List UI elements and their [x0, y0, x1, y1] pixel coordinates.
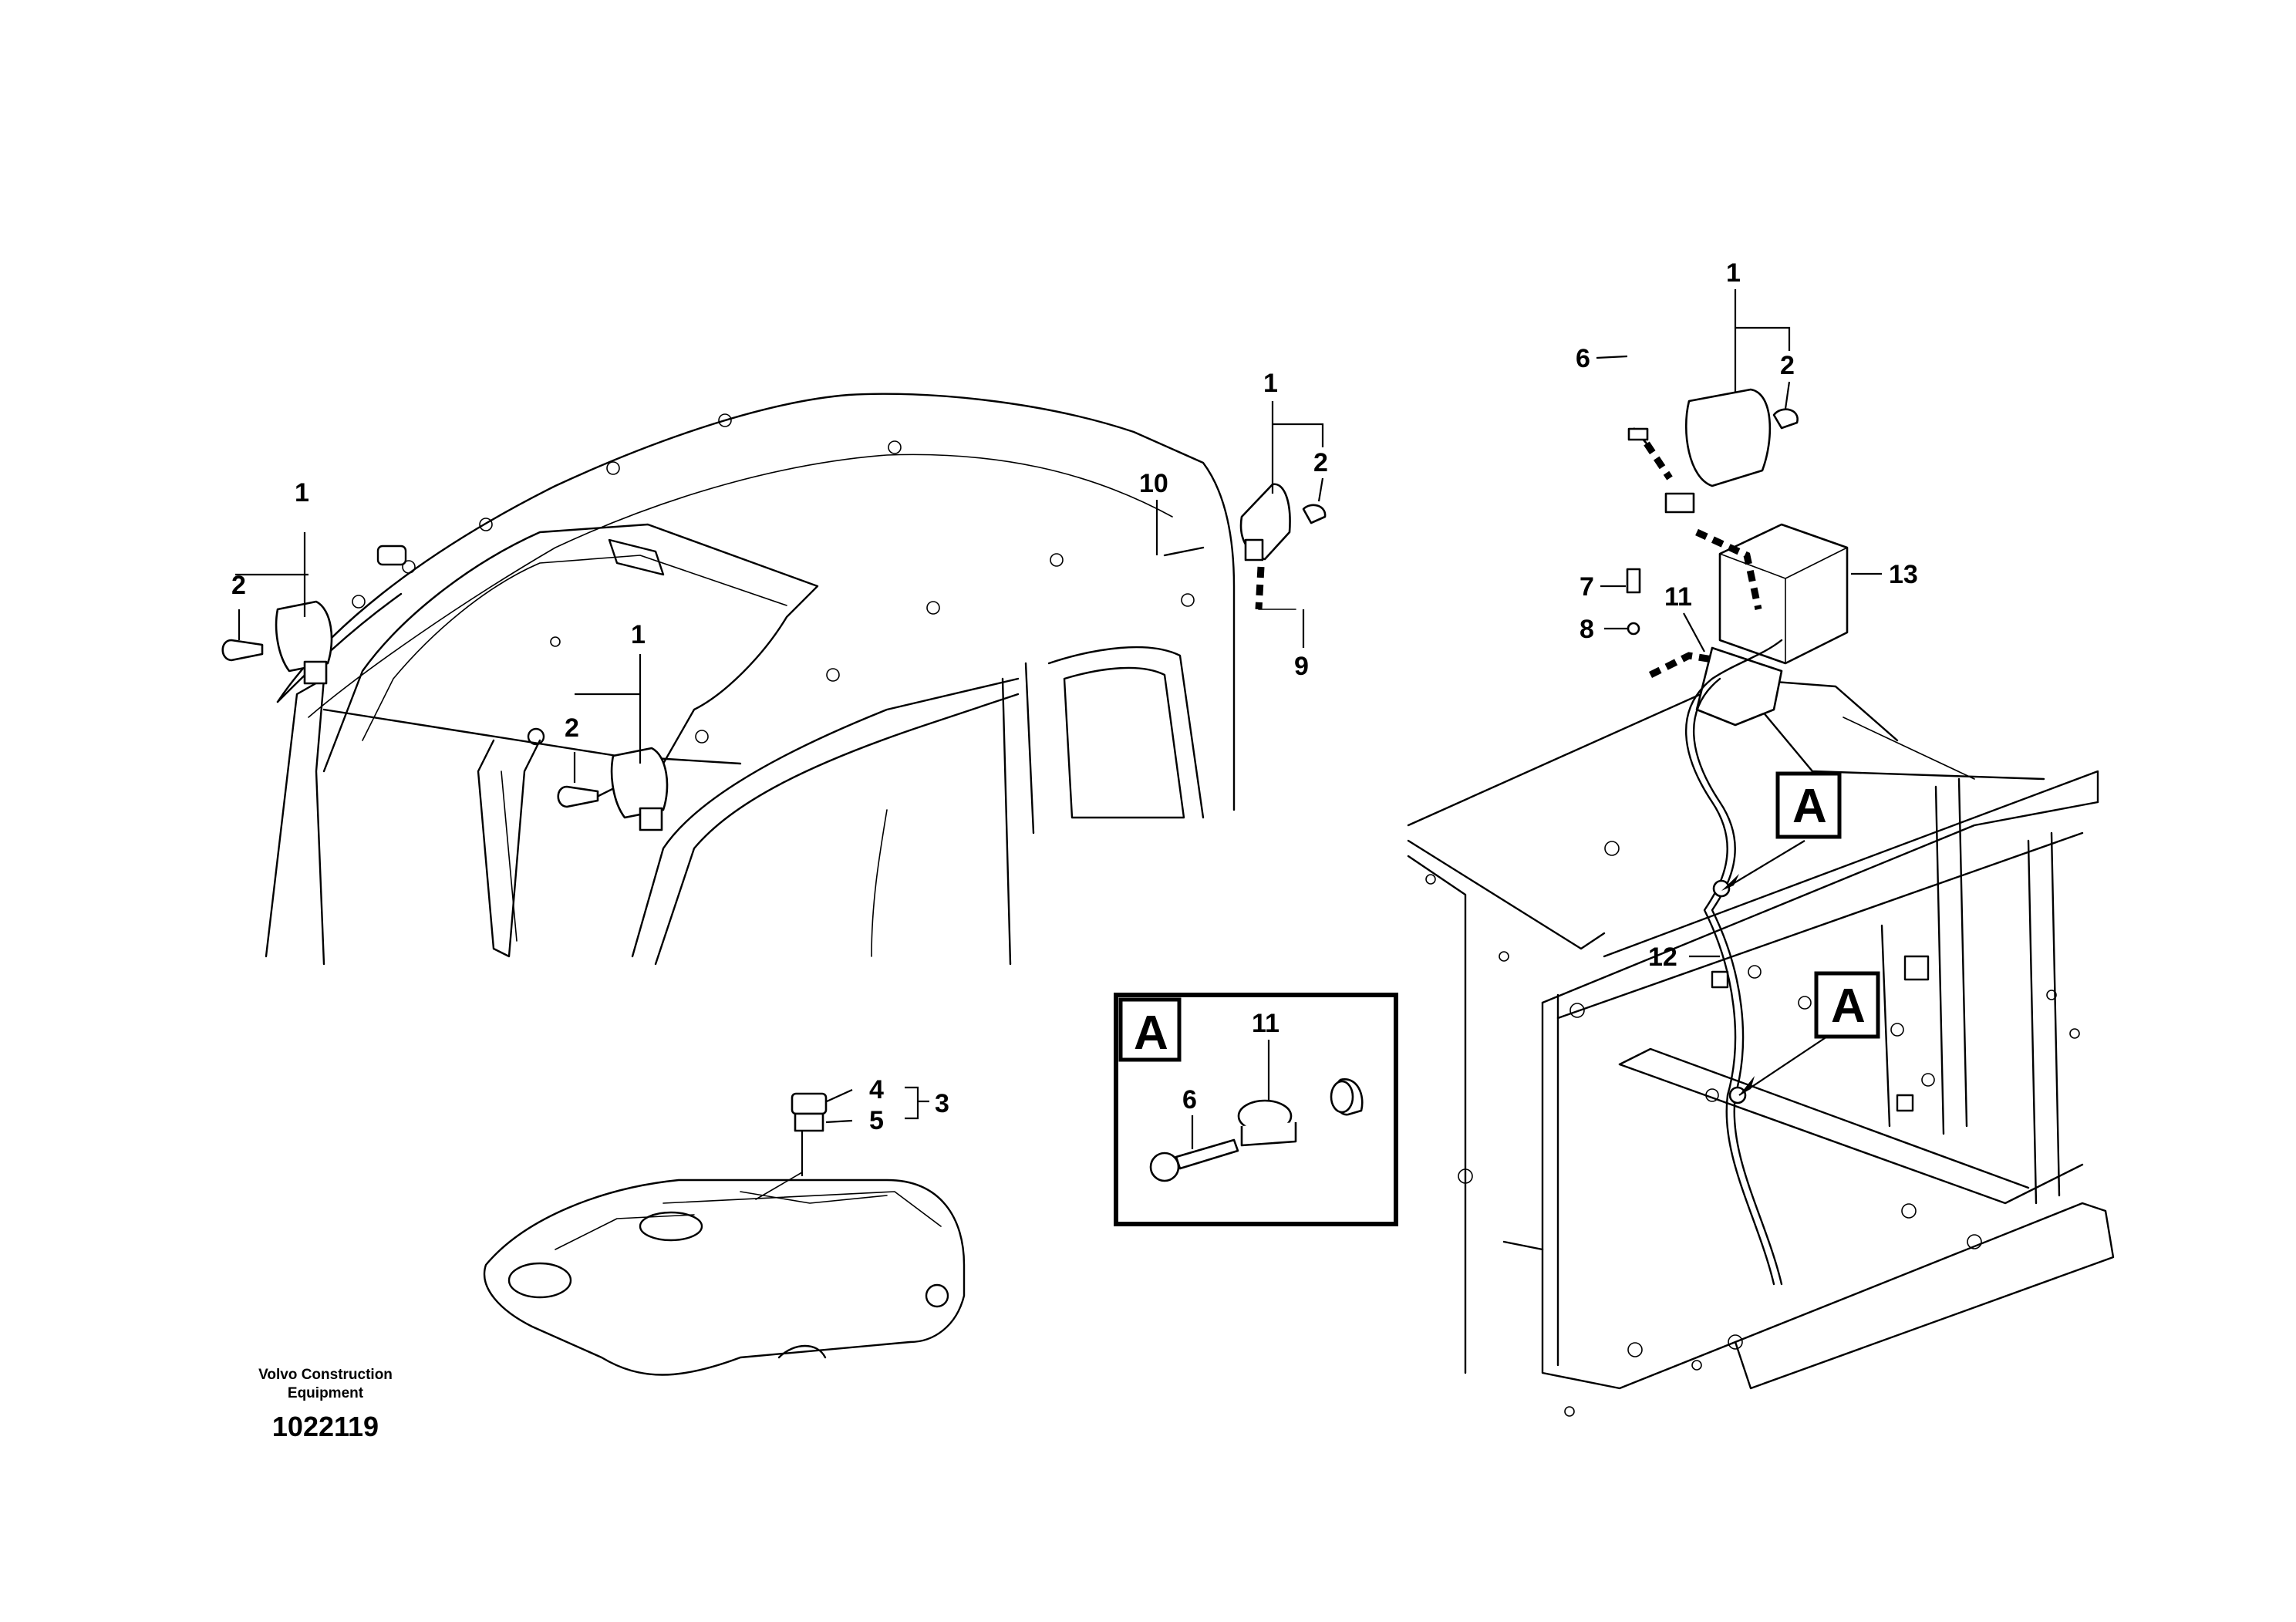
callout-lamp-mid: 1: [631, 620, 646, 649]
work-lamp-left: [221, 600, 333, 685]
drawing-footer: Volvo Construction Equipment 1022119: [258, 1367, 393, 1442]
frame-unit-parts: [1626, 388, 1849, 1286]
callout-detail-clamp: 11: [1252, 1009, 1279, 1038]
view-a-marker-lower: A: [1814, 971, 1880, 1039]
callout-frame-bolt: 6: [1576, 344, 1590, 373]
cab-illustration: [265, 393, 1236, 966]
work-lamp-rear: [1163, 483, 1327, 610]
detail-a-view: [1114, 993, 1398, 1226]
callout-bulb-mid: 2: [565, 713, 579, 743]
callout-labels: 1 2 1 2 1 2 10 9 4 5 3 A 11 6 1 2 6 7 8 …: [231, 258, 1918, 1135]
callout-frame-box: 13: [1889, 560, 1918, 589]
frame-illustration: [1407, 677, 2115, 1417]
maker-line-2: Equipment: [288, 1385, 364, 1401]
callout-bulb-left: 2: [231, 571, 246, 600]
work-lamp-middle: [557, 747, 669, 831]
callout-lamp-left: 1: [295, 478, 309, 508]
svg-text:A: A: [1831, 980, 1866, 1033]
maker-line-1: Volvo Construction: [258, 1367, 393, 1383]
callout-frame-clamp: 11: [1664, 582, 1692, 612]
callout-screw-rear: 10: [1139, 469, 1168, 498]
switch-panel-illustration: [484, 1092, 966, 1376]
callout-frame-washer: 8: [1580, 615, 1594, 644]
callout-frame-harness: 12: [1648, 943, 1677, 972]
detail-a-letter: A: [1134, 1007, 1168, 1060]
callout-frame-screw: 7: [1580, 572, 1594, 602]
callout-bulb-rear: 2: [1313, 448, 1328, 477]
callout-detail-bolt: 6: [1182, 1085, 1197, 1114]
view-a-marker-upper: A: [1775, 771, 1842, 839]
callout-connector-rear: 9: [1294, 652, 1309, 681]
svg-text:A: A: [1792, 780, 1827, 833]
callout-switch-assembly: 3: [935, 1089, 949, 1118]
callout-lamp-rear: 1: [1263, 369, 1278, 398]
drawing-number: 1022119: [272, 1411, 379, 1442]
callout-frame-lamp: 1: [1726, 258, 1741, 288]
callout-frame-bulb: 2: [1780, 351, 1795, 380]
callout-leaders: [235, 289, 1882, 1176]
callout-switch-knob: 4: [869, 1075, 884, 1104]
callout-switch: 5: [869, 1106, 884, 1135]
